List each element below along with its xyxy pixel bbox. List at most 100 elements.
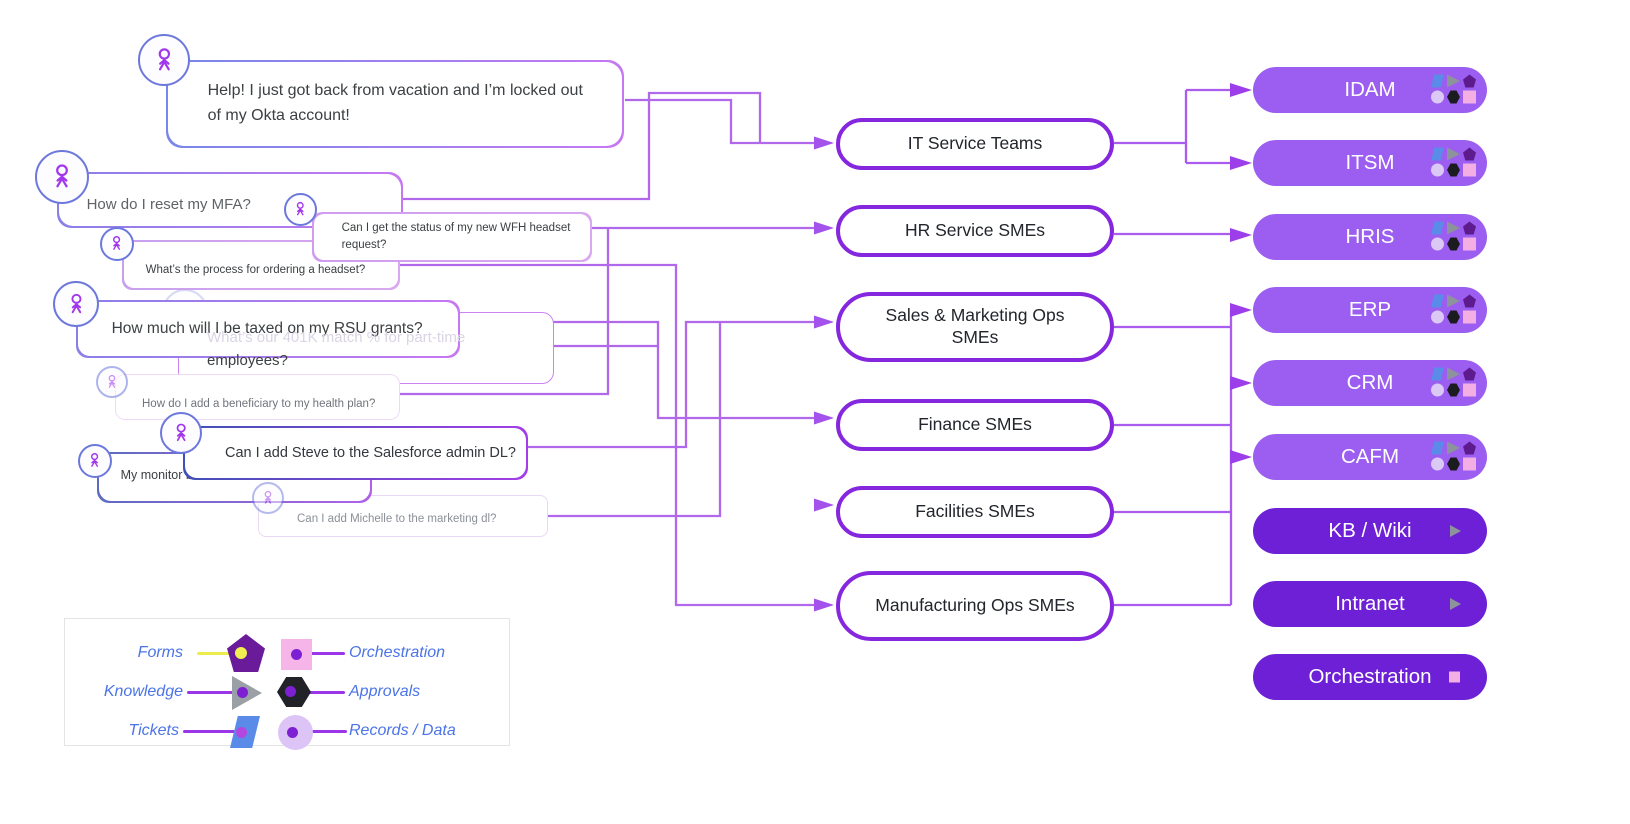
approvals-icon [1447, 383, 1460, 397]
forms-icon [1463, 147, 1476, 161]
approvals-icon [1447, 90, 1460, 104]
team-node-hr-service-smes[interactable]: HR Service SMEs [836, 205, 1114, 257]
bubble-text: Help! I just got back from vacation and … [207, 82, 583, 124]
team-label: HR Service SMEs [904, 220, 1046, 241]
team-node-manufacturing-ops-smes[interactable]: Manufacturing Ops SMEs [836, 571, 1114, 641]
records-icon [1431, 310, 1444, 324]
legend-label-approvals: Approvals [349, 683, 421, 700]
tickets-icon [1431, 221, 1444, 235]
system-pill-erp[interactable]: ERP [1253, 287, 1487, 333]
connectors-left-to-team [400, 91, 818, 607]
system-pill-idam[interactable]: IDAM [1253, 67, 1487, 113]
approvals-icon [1447, 310, 1460, 324]
approvals-icon [1447, 237, 1460, 251]
system-label: IDAM [1344, 78, 1396, 101]
bubble-text: What’s the process for ordering a headse… [145, 263, 366, 276]
bubble-text: Can I get the status of my new WFH heads… [341, 222, 571, 251]
capability-icon-cluster [1431, 74, 1478, 106]
records-icon [1431, 163, 1444, 177]
team-node-it-service-teams[interactable]: IT Service Teams [836, 118, 1114, 170]
system-label: ERP [1348, 298, 1392, 321]
orchestration-icon [1463, 237, 1476, 251]
records-icon [1431, 237, 1444, 251]
knowledge-icon [1447, 367, 1460, 381]
tickets-icon [1431, 294, 1444, 308]
legend-label-orchestration: Orchestration [349, 644, 446, 661]
legend-dot [235, 647, 247, 659]
tickets-icon [1431, 147, 1444, 161]
legend-label-records-data: Records / Data [349, 722, 456, 739]
chat-bubble-wfh-status[interactable]: Can I get the status of my new WFH heads… [312, 212, 592, 262]
legend-label-knowledge: Knowledge [103, 683, 183, 700]
legend-dot [285, 686, 296, 697]
bubble-text: employees? [207, 352, 288, 369]
team-label: Sales & Marketing Ops SMEs [885, 305, 1065, 347]
chat-bubble-beneficiary[interactable]: How do I add a beneficiary to my health … [115, 374, 400, 420]
user-avatar-icon [160, 412, 202, 454]
tickets-icon [1431, 74, 1444, 88]
system-pill-crm[interactable]: CRM [1253, 360, 1487, 406]
bubble-body: How much will I be taxed on my RSU grant… [77, 301, 459, 357]
legend-dot [237, 687, 248, 698]
records-icon [1431, 90, 1444, 104]
system-pill-hris[interactable]: HRIS [1253, 214, 1487, 260]
orchestration-icon [1463, 90, 1476, 104]
legend-line [303, 730, 347, 733]
system-label: CAFM [1340, 445, 1400, 468]
legend-line [301, 691, 345, 694]
legend-dot [287, 727, 298, 738]
system-label: HRIS [1345, 225, 1395, 248]
tickets-icon [1431, 367, 1444, 381]
knowledge-icon [1447, 441, 1460, 455]
bubble-body: Can I add Steve to the Salesforce admin … [184, 427, 527, 479]
knowledge-icon [1447, 147, 1460, 161]
team-node-facilities-smes[interactable]: Facilities SMEs [836, 486, 1114, 538]
bubble-text: Can I add Michelle to the marketing dl? [297, 513, 497, 525]
system-pill-cafm[interactable]: CAFM [1253, 434, 1487, 480]
team-label: Finance SMEs [918, 414, 1032, 435]
forms-icon [1463, 221, 1476, 235]
legend-label-forms: Forms [137, 644, 183, 661]
user-avatar-icon [100, 227, 134, 261]
system-pill-orchestration[interactable]: Orchestration [1253, 654, 1487, 700]
system-label: ITSM [1345, 151, 1395, 174]
forms-icon [1463, 441, 1476, 455]
legend-dot [291, 649, 302, 660]
user-avatar-icon-faded [96, 366, 128, 398]
arrowheads-team [814, 136, 834, 612]
system-pill-kb-wiki[interactable]: KB / Wiki [1253, 508, 1487, 554]
team-node-sales-marketing-ops-smes[interactable]: Sales & Marketing Ops SMEs [836, 292, 1114, 362]
chat-bubble-okta[interactable]: Help! I just got back from vacation and … [166, 60, 624, 148]
knowledge-icon [1447, 294, 1460, 308]
team-node-finance-smes[interactable]: Finance SMEs [836, 399, 1114, 451]
knowledge-icon [1450, 525, 1461, 537]
legend: Forms Orchestration Knowledge Approvals … [64, 618, 510, 750]
orchestration-icon [1463, 457, 1476, 471]
capability-icon-cluster [1431, 221, 1478, 253]
chat-bubble-salesforce-dl[interactable]: Can I add Steve to the Salesforce admin … [183, 426, 528, 480]
system-label: Intranet [1335, 592, 1405, 615]
capability-icon-cluster [1431, 147, 1478, 179]
tickets-icon [1431, 441, 1444, 455]
system-pill-intranet[interactable]: Intranet [1253, 581, 1487, 627]
system-label: Orchestration [1308, 665, 1432, 688]
user-avatar-icon [53, 281, 99, 327]
legend-line [304, 652, 345, 655]
bubble-body: Can I get the status of my new WFH heads… [313, 213, 591, 261]
bubble-body: Help! I just got back from vacation and … [167, 61, 623, 147]
user-avatar-icon-faded [252, 482, 284, 514]
knowledge-icon [1450, 598, 1461, 610]
system-pill-itsm[interactable]: ITSM [1253, 140, 1487, 186]
legend-line [187, 691, 233, 694]
system-label: KB / Wiki [1328, 519, 1412, 542]
orchestration-icon [1449, 671, 1460, 683]
user-avatar-icon [35, 150, 89, 204]
forms-icon [1463, 367, 1476, 381]
arrowheads-system [1230, 83, 1252, 464]
team-label: IT Service Teams [907, 133, 1043, 154]
orchestration-icon [1463, 310, 1476, 324]
forms-icon [1463, 74, 1476, 88]
bubble-text: How do I add a beneficiary to my health … [142, 398, 376, 410]
forms-icon [1463, 294, 1476, 308]
chat-bubble-rsu[interactable]: How much will I be taxed on my RSU grant… [76, 300, 460, 358]
